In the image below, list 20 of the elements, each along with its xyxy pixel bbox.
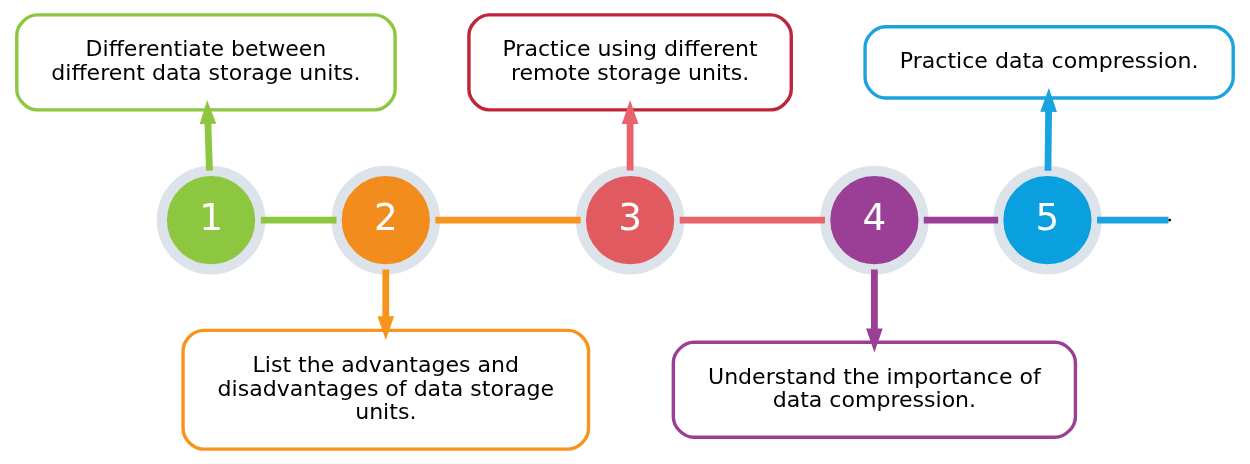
arrow [377,269,395,341]
node-box: Differentiate between different data storage units. [15,13,397,112]
arrow [1040,88,1057,171]
node-box: Practice data compression. [863,25,1235,100]
node-box: List the advantages and disadvantages of data storage units. [181,328,591,451]
node-box: Understand the importance of data compression. [671,340,1078,439]
connector [1097,216,1169,224]
connector [679,216,825,224]
connector [435,216,581,224]
node-circle: 3 [575,165,685,275]
arrow [621,100,639,171]
connector [923,216,999,224]
node-circle: 5 [993,165,1102,275]
arrow [199,100,217,171]
arrow [866,269,883,353]
node-box: Practice using different remote storage units. [467,13,793,112]
node-circle: 4 [820,165,929,275]
node-circle: 1 [156,165,266,275]
node-circle: 2 [331,165,441,275]
connector [260,216,337,224]
